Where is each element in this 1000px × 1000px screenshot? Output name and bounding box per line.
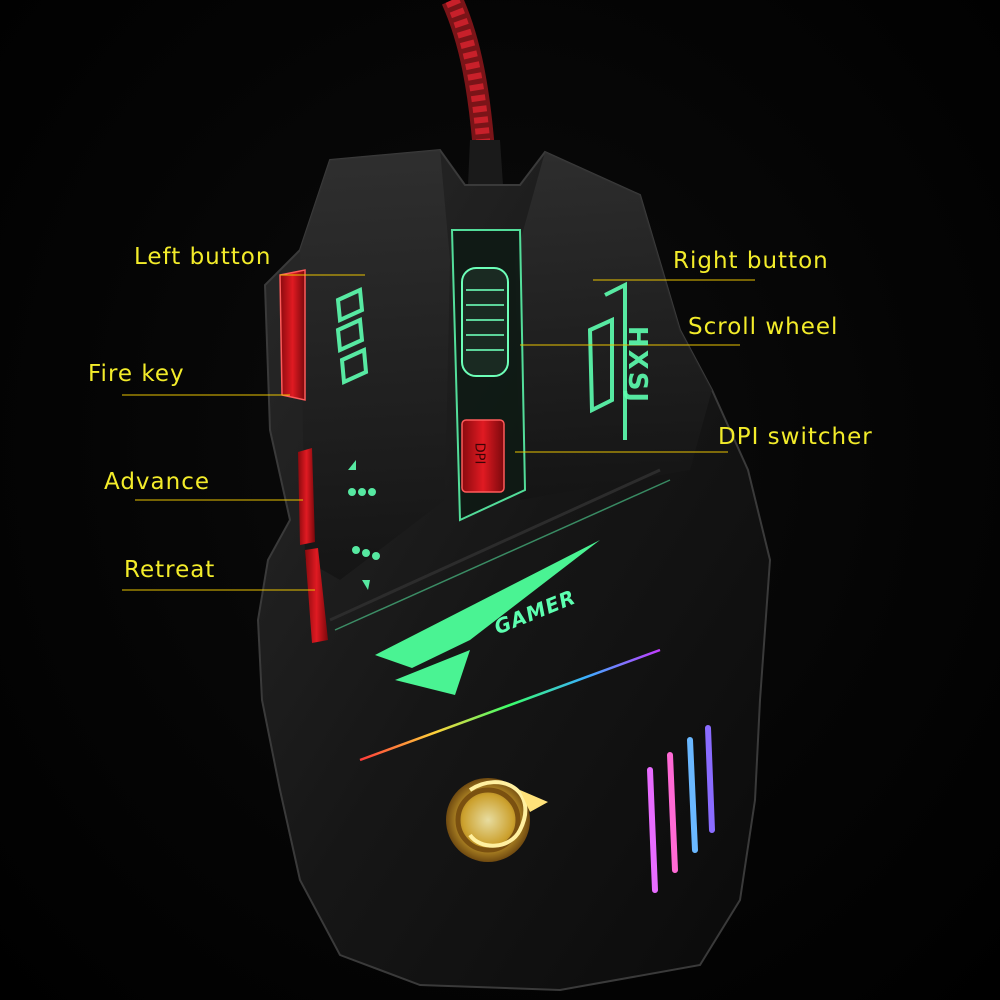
callout-fire-key: Fire key [88,361,185,387]
leader-lines [122,274,755,591]
callout-advance: Advance [104,469,211,495]
scroll-wheel [461,267,509,377]
model-mark-glyph [587,281,627,440]
dpi-key [461,419,505,493]
dragon-logo-icon [446,778,548,862]
rgb-side-lights [647,725,715,893]
retreat-key [305,548,328,643]
callout-scroll-wheel: Scroll wheel [688,314,839,340]
dpi-key-label: DPI [471,442,487,465]
left-button-decal [335,287,369,385]
advance-key [298,448,315,545]
fire-key [279,269,306,401]
rainbow-seam [359,648,661,762]
model-mark-text: HXSJ [622,325,653,405]
callout-right-button: Right button [673,248,829,274]
callout-retreat: Retreat [124,557,216,583]
callout-dpi-switcher: DPI switcher [718,424,873,450]
callout-left-button: Left button [134,244,272,270]
side-arrows [348,460,380,590]
brand-wing [375,540,600,695]
